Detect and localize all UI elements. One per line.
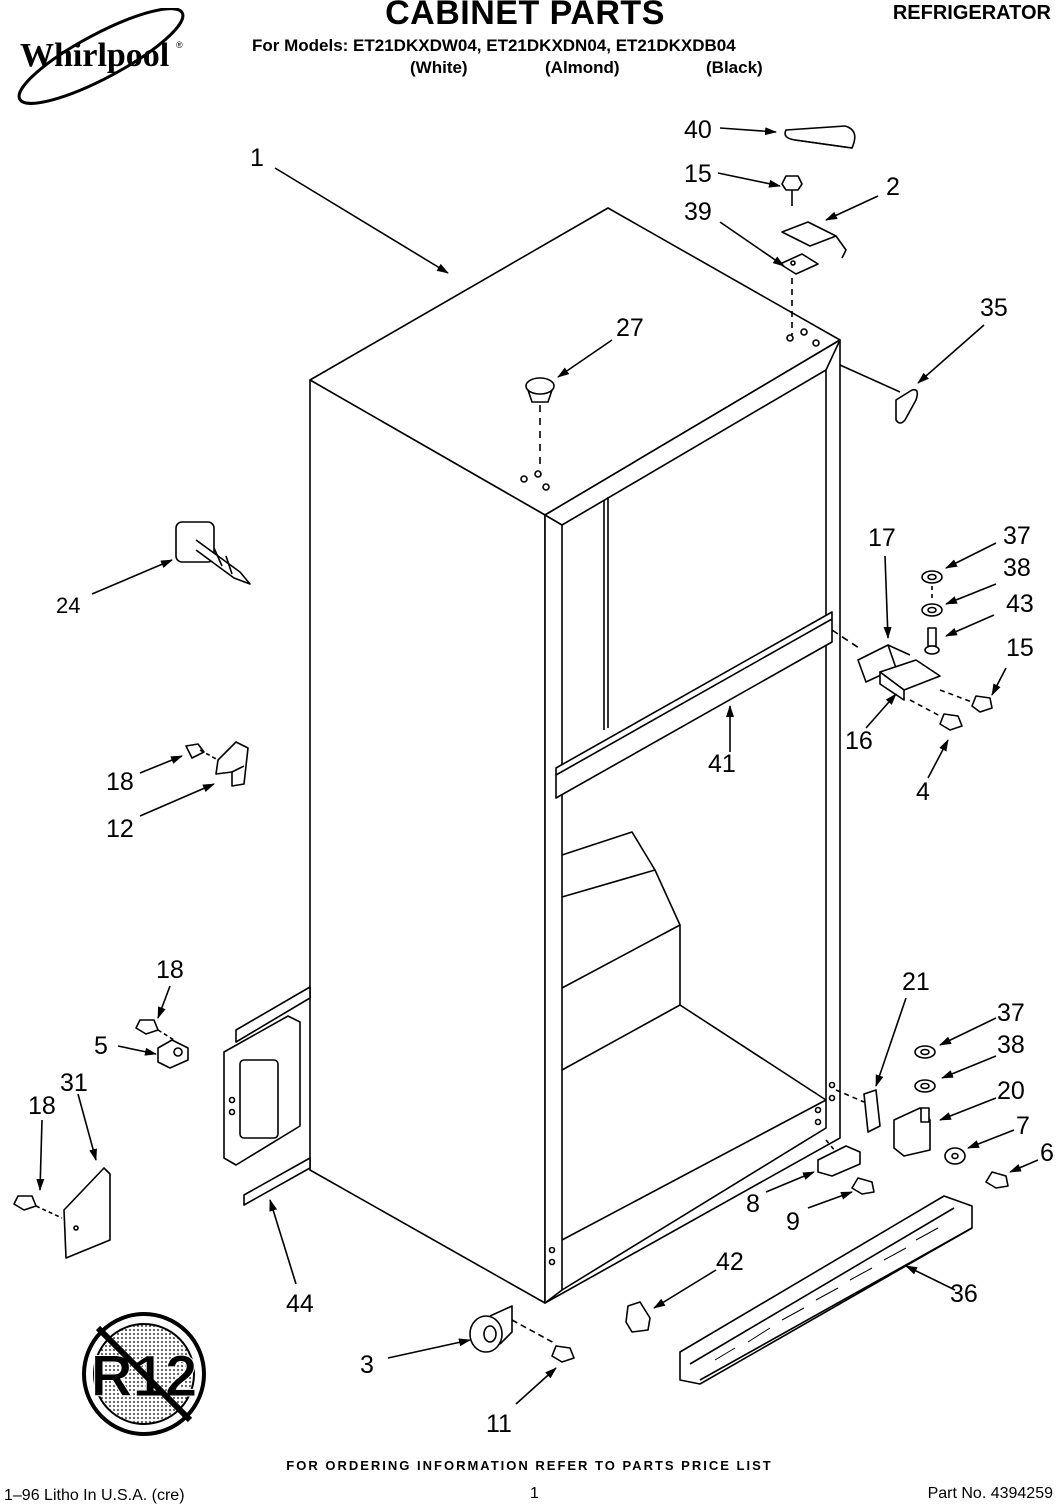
callout-43: 43	[1006, 590, 1034, 618]
clip-part-42	[625, 1301, 651, 1333]
whirlpool-logo: Whirlpool ®	[6, 7, 196, 108]
screw-part-4	[939, 713, 963, 731]
plug-part-27	[525, 377, 555, 403]
callout-21: 21	[902, 968, 930, 996]
callout-37b: 37	[997, 999, 1025, 1027]
litho-info: 1–96 Litho In U.S.A. (cre)	[4, 1487, 185, 1504]
callout-3: 3	[360, 1351, 374, 1379]
models-line: For Models: ET21DKXDW04, ET21DKXDN04, ET…	[252, 36, 736, 55]
bottom-hinge-part-20	[893, 1107, 931, 1157]
screw-part-11	[551, 1345, 575, 1363]
bracket-part-8	[817, 1145, 861, 1177]
part-number: Part No. 4394259	[927, 1485, 1053, 1502]
variant-black: (Black)	[706, 58, 763, 77]
callout-42: 42	[716, 1248, 744, 1276]
callout-44: 44	[286, 1290, 314, 1318]
clip-part-24	[175, 521, 251, 585]
hinge-cover-part-40	[784, 125, 856, 149]
ordering-note: FOR ORDERING INFORMATION REFER TO PARTS …	[286, 1458, 773, 1473]
variant-almond: (Almond)	[545, 58, 620, 77]
hinge-pin-part-43	[924, 627, 940, 655]
product-type: REFRIGERATOR	[892, 2, 1051, 24]
screw-part-6	[985, 1171, 1009, 1189]
callout-20: 20	[997, 1077, 1025, 1105]
callout-12: 12	[106, 815, 134, 843]
plug-part-35	[895, 388, 919, 424]
callout-31: 31	[60, 1069, 88, 1097]
bracket-part-21	[863, 1089, 881, 1133]
callout-labels: 40 15 2 39 1 35 27 17 37 38 43 15 24 16 …	[28, 116, 1054, 1438]
variant-white: (White)	[410, 58, 468, 77]
leader-lines	[36, 127, 1039, 1405]
svg-text:®: ®	[176, 40, 183, 50]
callout-1: 1	[250, 144, 264, 172]
caster-part-3	[469, 1305, 513, 1353]
callout-35: 35	[980, 294, 1008, 322]
center-hinge-part-16	[879, 659, 941, 701]
callout-16: 16	[845, 727, 873, 755]
callout-18a: 18	[106, 768, 134, 796]
washer-part-37a	[921, 570, 943, 584]
callout-8: 8	[746, 1190, 760, 1218]
screw-part-18c	[13, 1195, 37, 1211]
top-hinge-screw-part-15	[781, 175, 803, 206]
callout-41: 41	[708, 750, 736, 778]
callout-5: 5	[94, 1032, 108, 1060]
washer-part-38a	[921, 603, 943, 617]
screw-part-9	[851, 1177, 875, 1195]
screw-part-18b	[135, 1019, 159, 1035]
callout-15: 15	[684, 160, 712, 188]
rail-part-44	[223, 986, 311, 1206]
callout-7: 7	[1016, 1112, 1030, 1140]
screw-part-15b	[971, 695, 993, 713]
r12-badge: R12	[82, 1312, 206, 1436]
page-title: CABINET PARTS	[385, 0, 665, 32]
callout-18b: 18	[156, 956, 184, 984]
callout-6: 6	[1040, 1139, 1054, 1167]
callout-24: 24	[56, 593, 80, 618]
callout-39: 39	[684, 198, 712, 226]
washer-part-7	[944, 1147, 966, 1165]
callout-38: 38	[1003, 554, 1031, 582]
callout-9: 9	[786, 1208, 800, 1236]
callout-4: 4	[916, 778, 930, 806]
callout-11: 11	[486, 1410, 512, 1438]
callout-40: 40	[684, 116, 712, 144]
callout-15b: 15	[1006, 634, 1034, 662]
bracket-part-12	[215, 741, 249, 787]
grille-part-36	[679, 1195, 973, 1385]
callout-38b: 38	[997, 1031, 1025, 1059]
callout-27: 27	[616, 314, 644, 342]
washer-part-37b	[914, 1045, 936, 1059]
page-number: 1	[530, 1485, 539, 1502]
cabinet-shell	[309, 207, 841, 1304]
callout-18c: 18	[28, 1092, 56, 1120]
callout-36: 36	[950, 1280, 978, 1308]
r12-badge-text: R12	[91, 1344, 197, 1409]
washer-part-38b	[914, 1079, 936, 1093]
top-hinge-part-2	[781, 221, 847, 259]
clamp-part-5	[157, 1039, 189, 1069]
callout-17: 17	[868, 524, 896, 552]
callout-2: 2	[886, 173, 900, 201]
cover-part-31	[63, 1167, 111, 1259]
screw-part-18a	[185, 743, 205, 759]
top-hinge-shim-part-39	[779, 253, 819, 275]
svg-text:Whirlpool: Whirlpool	[20, 37, 169, 74]
callout-37: 37	[1003, 522, 1031, 550]
